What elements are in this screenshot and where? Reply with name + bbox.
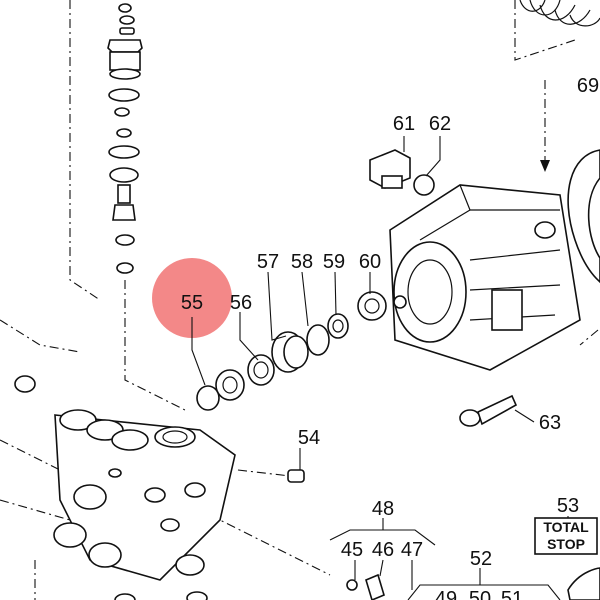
axis-arrow xyxy=(540,160,550,172)
label-59: 59 xyxy=(323,251,345,273)
seal-row xyxy=(196,291,387,411)
part-69-ring xyxy=(567,149,600,284)
total-stop-box xyxy=(534,517,598,555)
label-55: 55 xyxy=(181,292,203,314)
label-62: 62 xyxy=(429,113,451,135)
label-46: 46 xyxy=(372,539,394,561)
label-48: 48 xyxy=(372,498,394,520)
label-58: 58 xyxy=(291,251,313,273)
label-52: 52 xyxy=(470,548,492,570)
crankcase xyxy=(389,184,581,371)
label-56: 56 xyxy=(230,292,252,314)
pump-head xyxy=(14,375,236,600)
label-50: 50 xyxy=(469,588,491,600)
total-stop-line1: TOTAL xyxy=(543,519,589,535)
label-51: 51 xyxy=(501,588,523,600)
set-screw-54 xyxy=(287,469,305,483)
highlight-marker-55 xyxy=(152,258,232,338)
label-45: 45 xyxy=(341,539,363,561)
label-61: 61 xyxy=(393,113,415,135)
bolt-63 xyxy=(459,394,518,427)
label-57: 57 xyxy=(257,251,279,273)
label-60: 60 xyxy=(359,251,381,273)
label-49: 49 xyxy=(435,588,457,600)
leader-lines xyxy=(191,136,569,600)
part-53-body xyxy=(567,567,600,600)
label-63: 63 xyxy=(539,412,561,434)
parts-45-47 xyxy=(346,573,385,600)
label-54: 54 xyxy=(298,427,320,449)
valve-stack xyxy=(107,3,143,274)
oil-plug xyxy=(369,149,435,196)
label-53: 53 xyxy=(557,495,579,517)
label-47: 47 xyxy=(401,539,423,561)
spring xyxy=(519,0,600,27)
label-69: 69 xyxy=(577,75,599,97)
total-stop-line2: STOP xyxy=(547,536,585,552)
